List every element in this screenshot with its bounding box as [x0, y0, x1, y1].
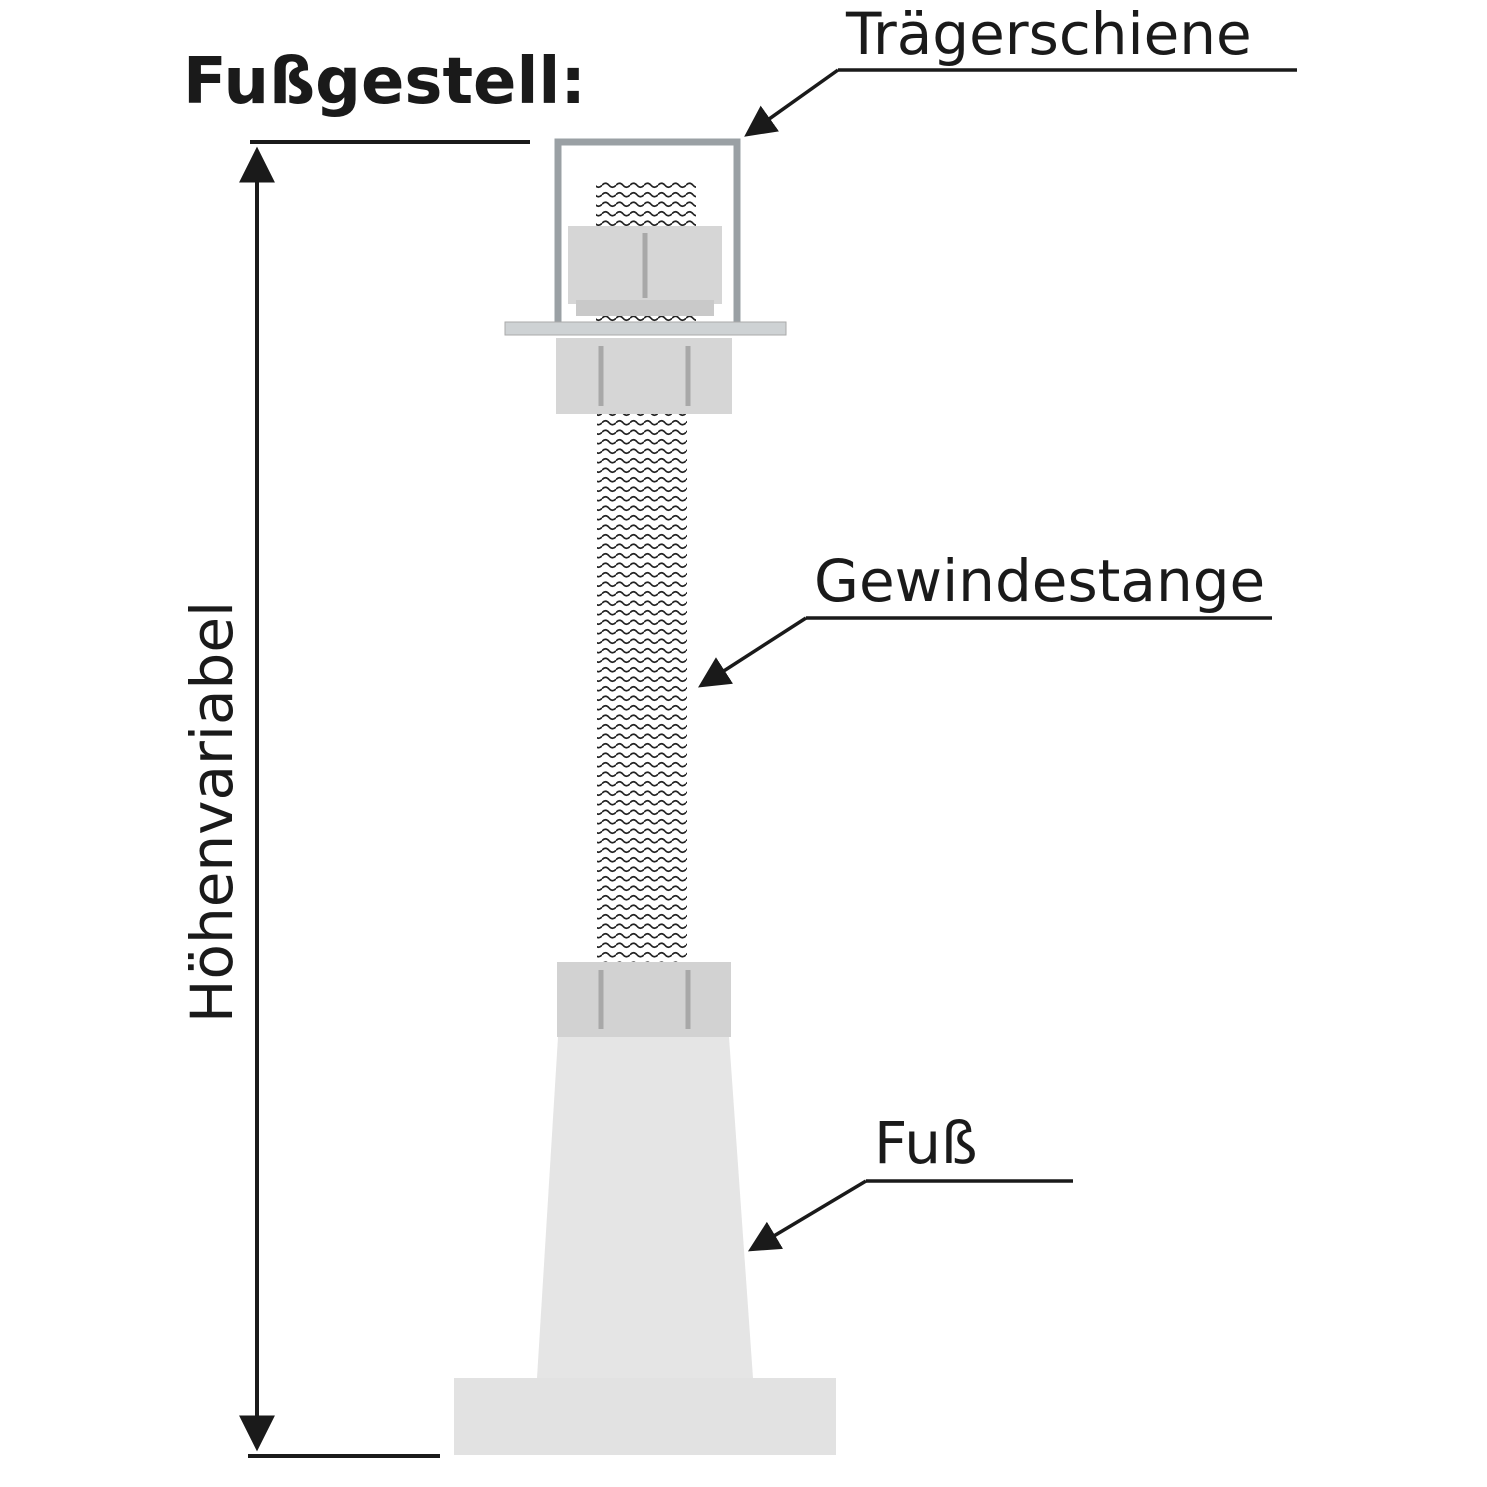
top-nut-step: [576, 300, 714, 316]
height-dimension: Höhenvariabel: [178, 140, 530, 1458]
washer-plate: [504, 321, 787, 336]
height-variable-label: Höhenvariabel: [178, 601, 246, 1023]
upper-nut: [556, 338, 732, 414]
gewindestange-leader-arrow: [698, 616, 807, 688]
gewindestange-label: Gewindestange: [814, 547, 1265, 615]
lower-nut: [557, 962, 731, 1037]
threaded-rod: [597, 414, 687, 963]
fuss-label: Fuß: [874, 1109, 977, 1177]
page-title: Fußgestell:: [183, 45, 586, 119]
callout-traegerschiene: Trägerschiene: [744, 0, 1297, 137]
callout-gewindestange: Gewindestange: [698, 547, 1272, 688]
carrier-rail: [554, 138, 741, 322]
foot-column: [537, 1037, 753, 1378]
foot-assembly: [454, 138, 836, 1455]
fuss-leader-arrow: [747, 1179, 867, 1252]
callout-fuss: Fuß: [747, 1109, 1073, 1252]
traegerschiene-label: Trägerschiene: [845, 0, 1252, 68]
foot-base: [454, 1378, 836, 1455]
traegerschiene-leader-arrow: [744, 68, 840, 137]
